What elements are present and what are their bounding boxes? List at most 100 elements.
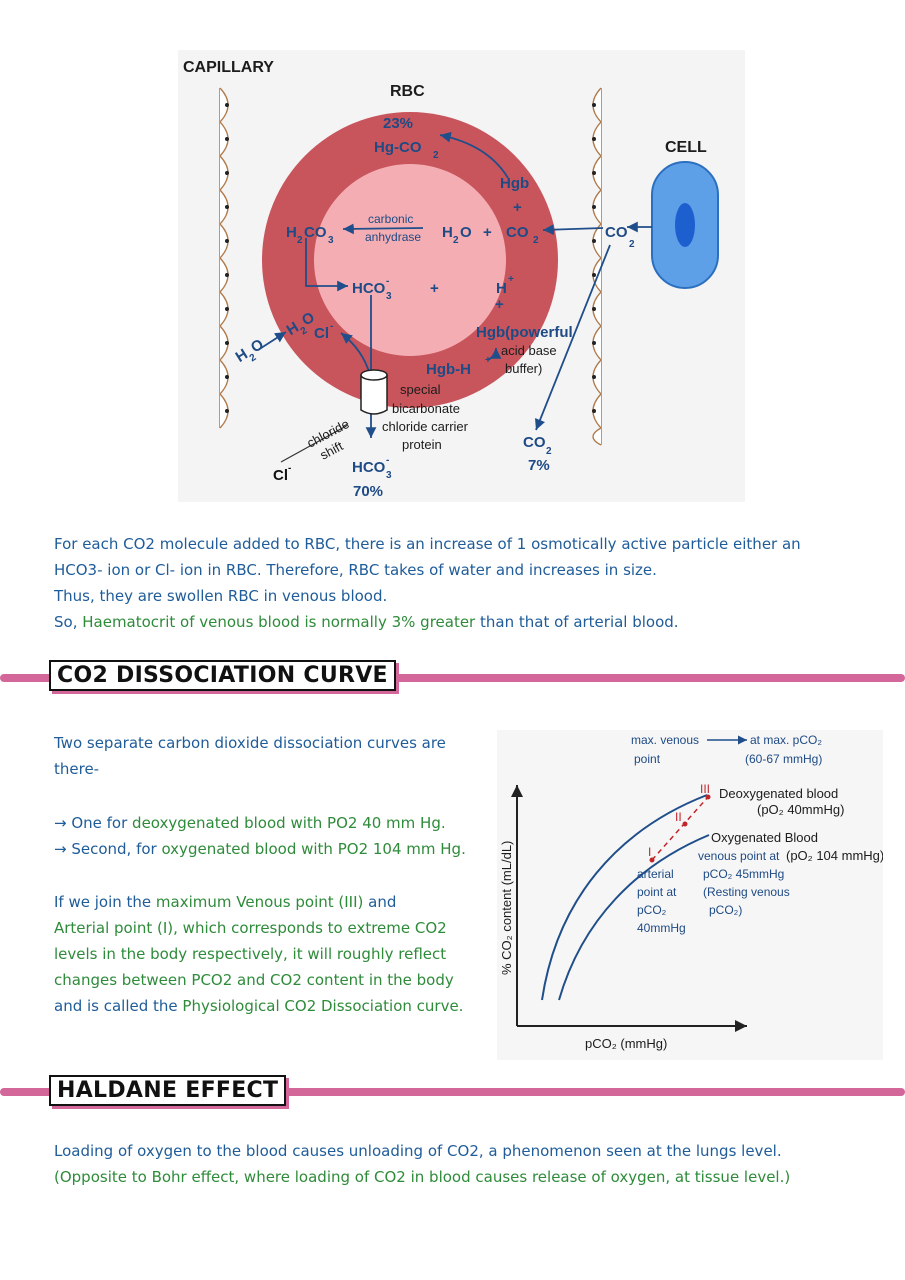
co2-dissociation-chart: I II III max. venous point at max. pCO₂ … [497, 730, 883, 1060]
spacer [54, 782, 484, 810]
at-max-text: at max. pCO₂ [750, 733, 822, 747]
rbc-label: RBC [390, 83, 425, 100]
pct-7-label: 7% [528, 457, 550, 474]
left-capillary-wall [219, 87, 229, 429]
hco3-label: HCO [352, 280, 386, 297]
hgb-powerful-label: Hgb(powerful [476, 324, 573, 341]
superscript: - [386, 455, 389, 466]
chloride-shift-line [280, 424, 349, 463]
paragraph-line: → One for deoxygenated blood with PO2 40… [54, 810, 484, 836]
subscript: 2 [546, 446, 552, 457]
cl-minus-label: Cl [314, 325, 329, 342]
chart-svg: I II III max. venous point at max. pCO₂ … [499, 733, 883, 1051]
subscript: 2 [433, 150, 439, 161]
deoxygenated-curve [541, 794, 708, 1001]
hco3-out-label: HCO [352, 459, 386, 476]
paragraph-line: Two separate carbon dioxide dissociation… [54, 734, 446, 752]
paragraph-line: So, Haematocrit of venous blood is norma… [54, 609, 874, 635]
subscript: 2 [629, 239, 635, 250]
point-iii-label: III [700, 782, 710, 796]
point-text: point [634, 752, 661, 766]
carrier-protein-icon [360, 369, 388, 415]
buffer-label: buffer) [505, 361, 542, 376]
highlighted-text: Physiological CO2 Dissociation curve. [182, 997, 464, 1015]
section-divider-bar [0, 1088, 905, 1096]
subscript: 2 [297, 235, 303, 246]
pct-23-label: 23% [383, 115, 413, 132]
highlighted-text: oxygenated blood with PO2 104 mm Hg. [161, 840, 466, 858]
special-label: special [400, 382, 441, 397]
water-influx-label: H 2 O [233, 336, 267, 366]
range-text: (60-67 mmHg) [745, 752, 822, 766]
text-span: and is called the [54, 997, 183, 1015]
pco2-45-text: pCO₂ 45mmHg [703, 867, 784, 881]
cell-nucleus [675, 203, 695, 247]
text-span: than that of arterial blood. [475, 613, 679, 631]
plus-label: + [513, 199, 522, 216]
mmhg40-text: 40mmHg [637, 921, 686, 935]
protein-label: protein [402, 437, 442, 452]
paragraph-line: Loading of oxygen to the blood causes un… [54, 1142, 782, 1160]
spacer [54, 862, 484, 889]
superscript: - [330, 321, 333, 332]
chloride-carrier-label: chloride carrier [382, 419, 469, 434]
paragraph-line: and is called the Physiological CO2 Diss… [54, 993, 484, 1019]
bicarbonate-label: bicarbonate [392, 401, 460, 416]
oxygenated-po2: (pO₂ 104 mmHg) [786, 848, 883, 863]
subscript: 3 [386, 470, 392, 481]
hgb-h-label: Hgb-H [426, 361, 471, 378]
point-ii [682, 821, 688, 827]
point-iii [705, 794, 711, 800]
highlighted-text: Haematocrit of venous blood is normally … [82, 613, 476, 631]
subscript: 3 [328, 235, 334, 246]
capillary-label: CAPILLARY [183, 59, 274, 76]
text-span: and [363, 893, 397, 911]
paragraph-line: For each CO2 molecule added to RBC, ther… [54, 535, 801, 553]
section-divider-bar [0, 674, 905, 682]
water-h: H [442, 224, 453, 241]
superscript: + [485, 355, 491, 366]
h2co3-h: H [286, 224, 297, 241]
point-at-text: point at [637, 885, 677, 899]
subscript: 3 [386, 291, 392, 302]
paragraph-line: Arterial point (I), which corresponds to… [54, 919, 447, 937]
superscript: - [288, 463, 291, 474]
paragraph-line: changes between PCO2 and CO2 content in … [54, 971, 454, 989]
hgb-label: Hgb [500, 175, 529, 192]
resting-text: (Resting venous [703, 885, 790, 899]
arterial-text: arterial [637, 867, 674, 881]
rbc-inner-cytoplasm [314, 164, 506, 356]
highlighted-text: deoxygenated blood with PO2 40 mm Hg. [132, 814, 446, 832]
paragraph-line: If we join the maximum Venous point (III… [54, 889, 484, 915]
text-span: So, [54, 613, 83, 631]
y-axis-label: % CO₂ content (mL/dL) [499, 841, 514, 975]
plus-label: + [430, 280, 439, 297]
pco2-close-text: pCO₂) [709, 903, 742, 917]
cl-out-label: Cl [273, 467, 288, 484]
acid-base-label: acid base [501, 343, 557, 358]
text-span: → Second, for [54, 840, 162, 858]
point-ii-label: II [675, 810, 682, 824]
haldane-paragraph: Loading of oxygen to the blood causes un… [54, 1138, 884, 1190]
oxygenated-curve [558, 834, 710, 1001]
reaction-arrows [257, 131, 652, 438]
max-venous-text: max. venous [631, 733, 699, 747]
water-o: O [460, 224, 472, 241]
carbonic-label: carbonic [368, 212, 413, 226]
venous-point-text: venous point at [698, 849, 780, 863]
superscript: - [386, 276, 389, 287]
subscript: 2 [248, 352, 259, 365]
paragraph-line: there- [54, 760, 100, 778]
co2-cell: CO [605, 224, 628, 241]
subscript: 2 [533, 235, 539, 246]
cell-label: CELL [665, 139, 707, 156]
pct-70-label: 70% [353, 483, 383, 500]
right-capillary-wall [592, 87, 602, 446]
co2-curve-paragraph: Two separate carbon dioxide dissociation… [54, 730, 484, 1019]
point-i [649, 857, 655, 863]
co2-transport-diagram: CAPILLARY RBC CELL 23% Hg-CO 2 Hgb + H 2… [178, 50, 745, 502]
paragraph-line: (Opposite to Bohr effect, where loading … [54, 1168, 791, 1186]
pco2-text: pCO₂ [637, 903, 667, 917]
deoxygenated-po2: (pO₂ 40mmHg) [757, 802, 844, 817]
section-title-co2-dissociation: CO2 DISSOCIATION CURVE [49, 660, 396, 691]
